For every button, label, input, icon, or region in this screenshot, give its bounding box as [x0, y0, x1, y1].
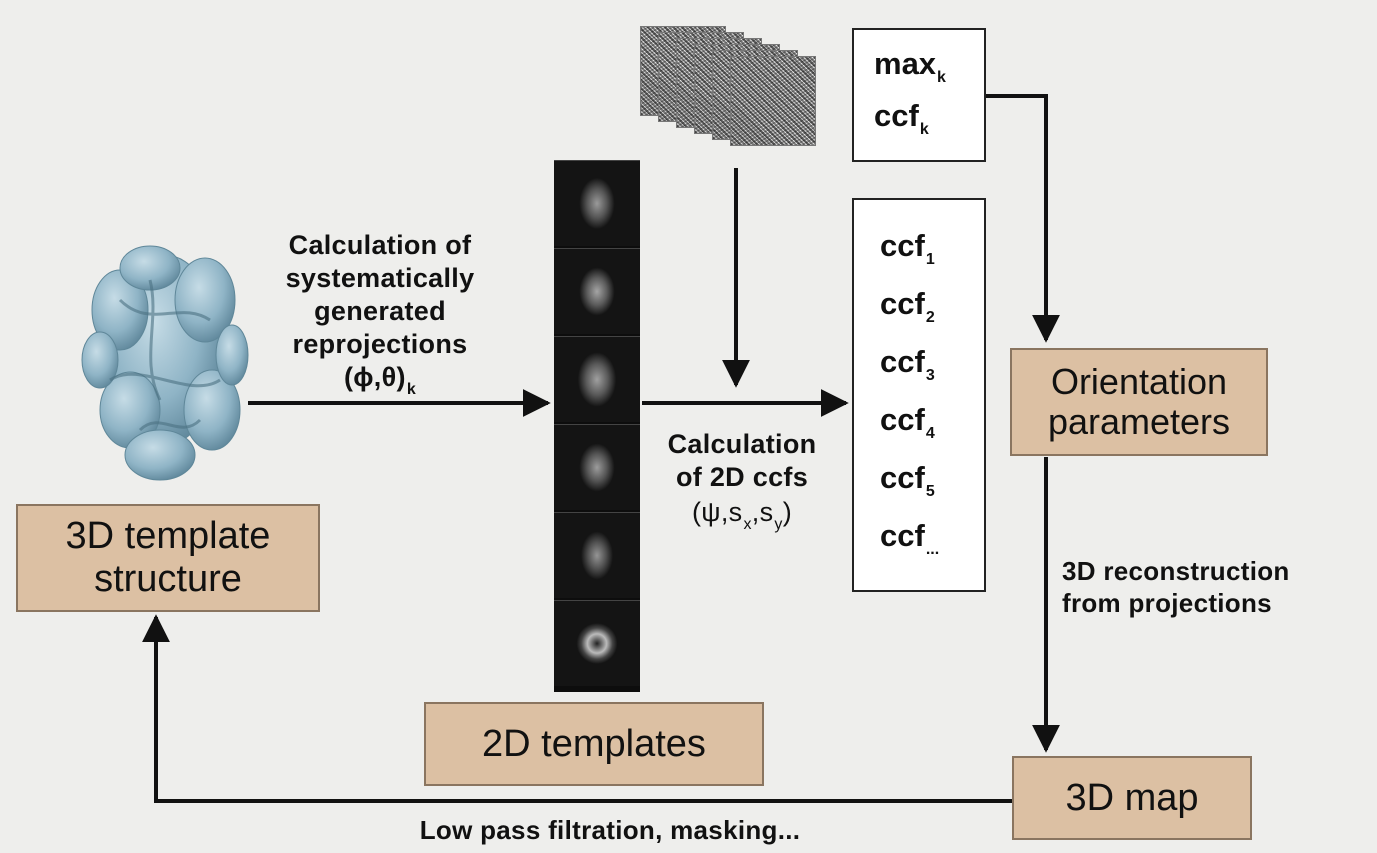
ccf-item-base: ccf: [880, 402, 925, 437]
reprojection-subscript: k: [406, 380, 417, 398]
ccf-item-subscript: 4: [925, 425, 935, 442]
ccf-item-base: ccf: [880, 228, 925, 263]
particle-images-stack: [640, 26, 830, 156]
ccf-list-item: ccf4: [880, 404, 984, 462]
ccfs-param-y-sub: y: [774, 515, 783, 533]
ccfs-param-a: (ψ,s: [692, 496, 743, 527]
ccf-item-subscript: ...: [925, 541, 940, 558]
template-projection-tile: [554, 160, 640, 246]
ccf-item-subscript: 3: [925, 367, 935, 384]
map-3d-box: 3D map: [1012, 756, 1252, 840]
ccf-list-item: ccf1: [880, 230, 984, 288]
ccf-item-subscript: 5: [925, 483, 935, 500]
ccf-item-subscript: 2: [925, 309, 935, 326]
ccf-k-subscript: k: [919, 121, 929, 138]
max-label: maxk: [874, 48, 984, 100]
ccf-item-subscript: 1: [925, 251, 935, 268]
template-structure-box: 3D template structure: [16, 504, 320, 612]
template-projection-tile: [554, 512, 640, 598]
templates-2d-box: 2D templates: [424, 702, 764, 786]
orientation-parameters-box: Orientation parameters: [1010, 348, 1268, 456]
ccf-item-base: ccf: [880, 460, 925, 495]
protein-structure-image: [81, 245, 249, 481]
protein-detail-lines: [109, 279, 221, 432]
reconstruction-label: 3D reconstruction from projections: [1062, 556, 1290, 618]
ccf-item-base: ccf: [880, 344, 925, 379]
ccfs-parameters: (ψ,sx,sy): [644, 496, 840, 535]
ccfs-calculation-label: Calculation of 2D ccfs (ψ,sx,sy): [644, 428, 840, 534]
ccf-k-label: ccfk: [874, 100, 984, 158]
ccfs-calculation-text: Calculation of 2D ccfs: [667, 429, 817, 492]
filtration-label: Low pass filtration, masking...: [419, 815, 801, 845]
max-subscript: k: [937, 69, 946, 86]
reprojection-text: Calculation of systematically generated …: [285, 229, 475, 392]
ccf-item-base: ccf: [880, 518, 925, 553]
ccf-list-item: ccf3: [880, 346, 984, 404]
ccf-list-item: ccf2: [880, 288, 984, 346]
ccf-k-text: ccf: [874, 98, 919, 133]
arrow-max-to-orientation: [986, 94, 1060, 343]
ccf-list-item: ccf...: [880, 520, 984, 578]
ccf-list-item: ccf5: [880, 462, 984, 520]
template-projection-tile: [554, 336, 640, 422]
max-text: max: [874, 46, 937, 81]
template-projection-tile: [554, 600, 640, 686]
template-projection-tile: [554, 248, 640, 334]
template-projection-strip: [554, 160, 640, 692]
arrow-feedback: [142, 614, 1012, 803]
ccf-item-base: ccf: [880, 286, 925, 321]
max-ccf-box: maxk ccfk: [852, 28, 986, 162]
ccfs-param-x-sub: x: [743, 515, 752, 533]
particle-image-card: [730, 56, 816, 146]
reprojection-label: Calculation of systematically generated …: [246, 196, 514, 399]
template-projection-tile: [554, 424, 640, 510]
ccfs-param-c: ): [782, 496, 792, 527]
ccfs-param-b: ,s: [751, 496, 774, 527]
